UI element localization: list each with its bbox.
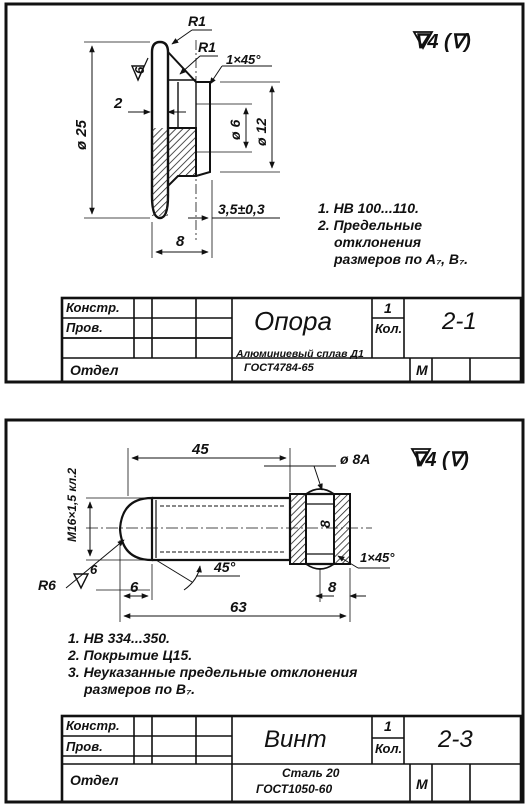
tb1-konstr: Констр.	[66, 300, 120, 315]
tb1-name: Опора	[254, 306, 332, 336]
dim-d8a: ø 8A	[340, 451, 370, 467]
dim-8: 8	[176, 233, 185, 250]
dim-surface-2: 6	[90, 562, 98, 577]
dim-d25: ø 25	[73, 119, 90, 150]
tb1-otdel: Отдел	[70, 362, 119, 378]
tb2-konstr: Констр.	[66, 718, 120, 733]
dim-8b: 8	[328, 579, 337, 596]
dim-inner-8: 8	[317, 520, 333, 528]
leader-r1-mid	[179, 55, 201, 75]
roughness-symbol-1	[412, 31, 434, 50]
tb2-name: Винт	[264, 726, 327, 753]
dim-r1-mid: R1	[198, 39, 216, 55]
note-2-1: 1. HB 334...350.	[68, 630, 170, 646]
roughness-label-1: ∇4 (∇)	[414, 31, 471, 53]
tb2-kol: Кол.	[375, 741, 403, 756]
tb2-prov: Пров.	[66, 739, 103, 754]
tb1-m: М	[416, 362, 428, 378]
dim-surface-1: 6	[132, 66, 147, 74]
note-1-2: 2. Предельные	[318, 217, 422, 233]
note-1-1: 1. HB 100...110.	[318, 200, 419, 216]
leader-chamfer-2	[337, 555, 359, 569]
drawing-1	[4, 2, 525, 384]
roughness-label-2: ∇4 (∇)	[412, 449, 469, 471]
angle-arc	[155, 559, 193, 583]
tb1-kol: Кол.	[375, 321, 403, 336]
tb1-material-2: ГОСТ4784-65	[244, 362, 314, 374]
surface-mark-2	[72, 573, 90, 590]
dim-45: 45	[191, 441, 209, 458]
dim-r6: R6	[38, 577, 56, 593]
tb1-prov: Пров.	[66, 320, 103, 335]
tb1-number: 2-1	[442, 308, 477, 335]
note-1-4: размеров по A₇, B₇.	[334, 251, 469, 267]
notes-2: 1. HB 334...350. 2. Покрытие Ц15. 3. Неу…	[68, 630, 488, 698]
title-block-2	[60, 714, 523, 804]
tb2-qty: 1	[384, 718, 392, 734]
leader-r1-top	[171, 29, 193, 45]
note-1-3: отклонения	[334, 234, 422, 250]
roughness-symbol-2	[410, 448, 432, 467]
note-2-2: 2. Покрытие Ц15.	[68, 647, 193, 663]
notes-1: 1. HB 100...110. 2. Предельные отклонени…	[318, 200, 518, 268]
tb2-number: 2-3	[438, 726, 473, 753]
note-2-3: 3. Неуказанные предельные отклонения	[68, 664, 358, 680]
dim-63: 63	[230, 599, 247, 616]
dim-chamfer-2: 1×45°	[360, 550, 395, 565]
tb2-material-1: Сталь 20	[282, 766, 340, 780]
dim-35: 3,5±0,3	[218, 201, 265, 217]
dim-2: 2	[113, 95, 123, 112]
dim-d6: ø 6	[227, 120, 243, 140]
tb1-qty: 1	[384, 300, 392, 316]
tb2-otdel: Отдел	[70, 772, 119, 788]
title-block-1	[60, 296, 523, 384]
dim-chamfer-1: 1×45°	[226, 52, 261, 67]
part-vint	[118, 488, 351, 570]
note-2-4: размеров по B₇.	[84, 681, 196, 697]
drawing-2	[4, 418, 525, 804]
dim-angle: 45°	[213, 559, 236, 575]
leader-r6	[65, 539, 125, 589]
dim-6: 6	[130, 579, 139, 596]
dim-thread: M16×1,5 кл.2	[65, 467, 79, 542]
dim-r1-top: R1	[188, 13, 206, 29]
tb2-material-2: ГОСТ1050-60	[256, 782, 333, 796]
dim-d12: ø 12	[253, 118, 269, 146]
part-opora	[150, 40, 211, 220]
leader-chamfer-1	[209, 65, 223, 85]
tb2-m: М	[416, 776, 428, 792]
tb1-material-1: Алюминиевый сплав Д1	[236, 348, 364, 360]
